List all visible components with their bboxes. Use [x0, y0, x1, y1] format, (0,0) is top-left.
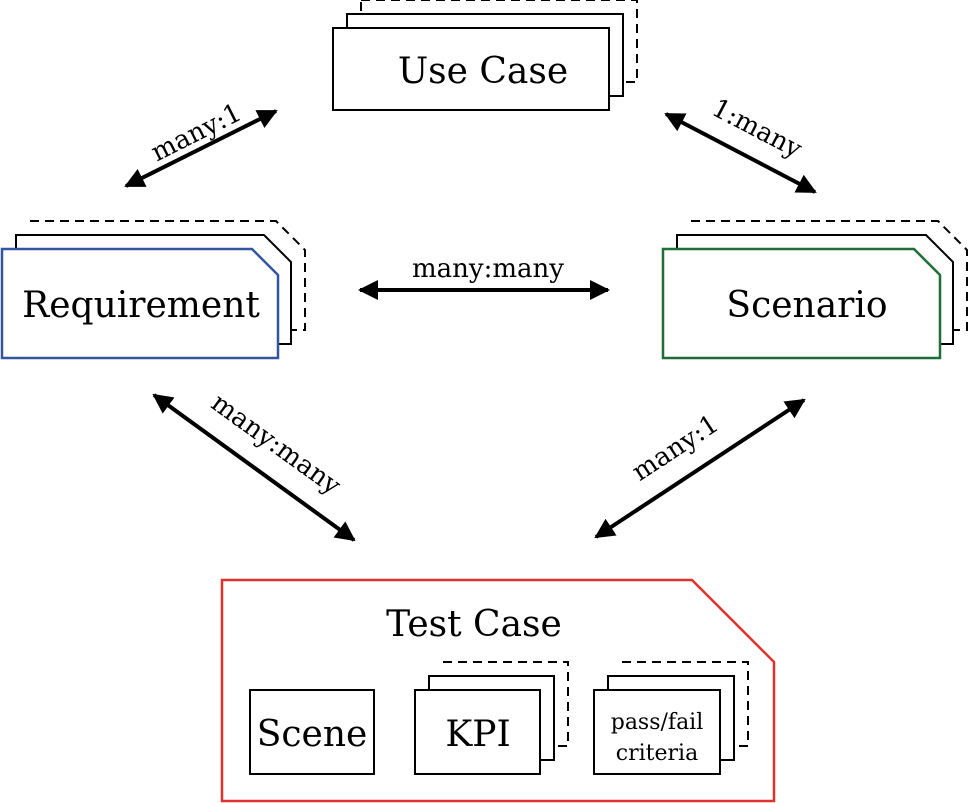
scene-node: Scene [249, 689, 375, 775]
edge-scenario-test-case: many:1 [594, 398, 806, 539]
scene-label: Scene [257, 714, 368, 755]
edge-label-requirement-scenario: many:many [412, 254, 564, 284]
criteria-stack-back [622, 661, 749, 747]
scene-box [249, 689, 375, 775]
edge-label-use-case-scenario: 1:many [707, 93, 807, 165]
scenario-label: Scenario [726, 285, 887, 326]
edge-requirement-test-case: many:many [152, 388, 356, 542]
kpi-box [414, 689, 541, 775]
requirement-box [0, 247, 280, 360]
edge-use-case-scenario: 1:many [664, 93, 817, 194]
kpi-node: KPI [414, 661, 569, 775]
criteria-label-line1: pass/fail [611, 710, 704, 735]
requirement-label: Requirement [22, 285, 260, 326]
kpi-stack-back [443, 661, 569, 747]
criteria-box [593, 689, 721, 775]
use-case-node: Use Case [332, 0, 638, 111]
edge-label-scenario-test-case: many:1 [627, 409, 724, 487]
kpi-label: KPI [445, 714, 510, 755]
use-case-label: Use Case [398, 51, 568, 92]
double-arrow [124, 109, 278, 188]
double-arrow [152, 393, 356, 542]
criteria-node: pass/fail criteria [593, 661, 749, 775]
test-case-node: Test Case Scene KPI pass/fail criteria [220, 578, 776, 803]
criteria-label-line2: criteria [616, 741, 698, 766]
scenario-stack-back [691, 220, 968, 331]
test-case-label: Test Case [386, 604, 562, 645]
use-case-box [332, 27, 610, 111]
double-arrow [664, 112, 817, 194]
double-arrow [594, 398, 806, 539]
requirement-node: Requirement [0, 220, 306, 360]
edge-requirement-scenario: many:many [358, 254, 610, 300]
scenario-box [661, 247, 942, 360]
scenario-node: Scenario [661, 220, 968, 360]
edge-requirement-use-case: many:1 [124, 98, 278, 188]
